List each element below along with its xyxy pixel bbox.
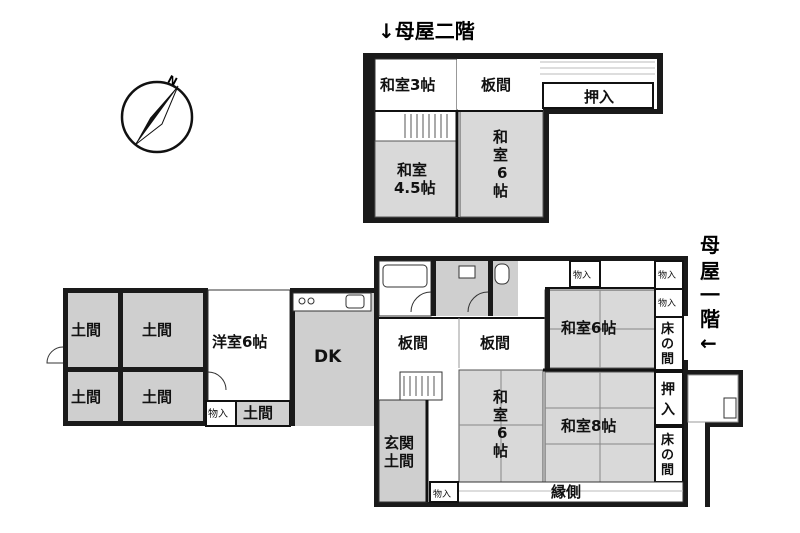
first-floor-plan: 土間 土間 土間 土間 洋室6帖 物入 土間 DK 板間 板間 玄関 土間 和 … bbox=[46, 256, 743, 507]
svg-text:4.5帖: 4.5帖 bbox=[394, 179, 436, 197]
svg-text:屋: 屋 bbox=[700, 259, 720, 283]
room-washitsu3-label: 和室3帖 bbox=[380, 76, 435, 94]
svg-text:母: 母 bbox=[700, 233, 720, 257]
svg-text:間: 間 bbox=[661, 352, 674, 367]
room-washitsu8-label: 和室8帖 bbox=[561, 417, 616, 435]
room-doma-bl-label: 土間 bbox=[71, 388, 101, 406]
room-genkan-label: 玄関 bbox=[384, 434, 414, 452]
room-tokonoma-bottom-label: 床 bbox=[661, 432, 675, 448]
svg-text:土間: 土間 bbox=[384, 452, 414, 470]
first-floor-heading: 母 屋 一 階 ← bbox=[700, 233, 720, 355]
room-doma-br-label: 土間 bbox=[142, 388, 172, 406]
room-doma-tl-label: 土間 bbox=[71, 321, 101, 339]
svg-text:の: の bbox=[661, 337, 674, 352]
svg-text:の: の bbox=[661, 448, 674, 463]
svg-text:階: 階 bbox=[700, 307, 720, 331]
room-tokonoma-top-label: 床 bbox=[661, 321, 675, 337]
room-washitsu45-label: 和室 bbox=[397, 161, 427, 179]
room-monoire-3-label: 物入 bbox=[658, 297, 676, 309]
svg-text:入: 入 bbox=[661, 402, 675, 418]
svg-text:帖: 帖 bbox=[493, 442, 508, 460]
second-floor-heading: ↓母屋二階 bbox=[378, 19, 475, 43]
room-doma-tr-label: 土間 bbox=[142, 321, 172, 339]
room-washitsu6-center-label: 和 bbox=[493, 388, 508, 406]
room-engawa-label: 縁側 bbox=[551, 483, 581, 501]
svg-text:6: 6 bbox=[497, 164, 507, 182]
room-dk-label: DK bbox=[314, 347, 342, 367]
room-oshiire-label: 押 bbox=[661, 381, 675, 398]
svg-text:間: 間 bbox=[661, 463, 674, 478]
room-monoire-small-label: 物入 bbox=[208, 407, 228, 420]
room-doma-small-label: 土間 bbox=[243, 404, 273, 422]
second-floor-plan: 和室3帖 板間 押入 和室 4.5帖 和 室 6 帖 bbox=[363, 53, 663, 223]
room-itama-label: 板間 bbox=[481, 76, 511, 94]
compass-icon: N bbox=[120, 73, 194, 154]
svg-text:←: ← bbox=[700, 331, 717, 355]
svg-text:室: 室 bbox=[493, 406, 508, 424]
svg-text:6: 6 bbox=[497, 424, 507, 442]
svg-text:一: 一 bbox=[700, 283, 720, 307]
room-youshitsu6-label: 洋室6帖 bbox=[212, 333, 267, 351]
svg-text:帖: 帖 bbox=[493, 182, 508, 200]
room-monoire-4-label: 物入 bbox=[433, 488, 451, 500]
room-monoire-2-label: 物入 bbox=[658, 269, 676, 281]
room-oshiire-label: 押入 bbox=[584, 88, 614, 106]
room-washitsu6-upper-label: 和 bbox=[493, 128, 508, 146]
svg-text:室: 室 bbox=[493, 146, 508, 164]
room-itama-left-label: 板間 bbox=[398, 334, 428, 352]
room-washitsu6-right-label: 和室6帖 bbox=[561, 319, 616, 337]
room-itama-right-label: 板間 bbox=[480, 334, 510, 352]
room-monoire-1-label: 物入 bbox=[573, 269, 591, 281]
